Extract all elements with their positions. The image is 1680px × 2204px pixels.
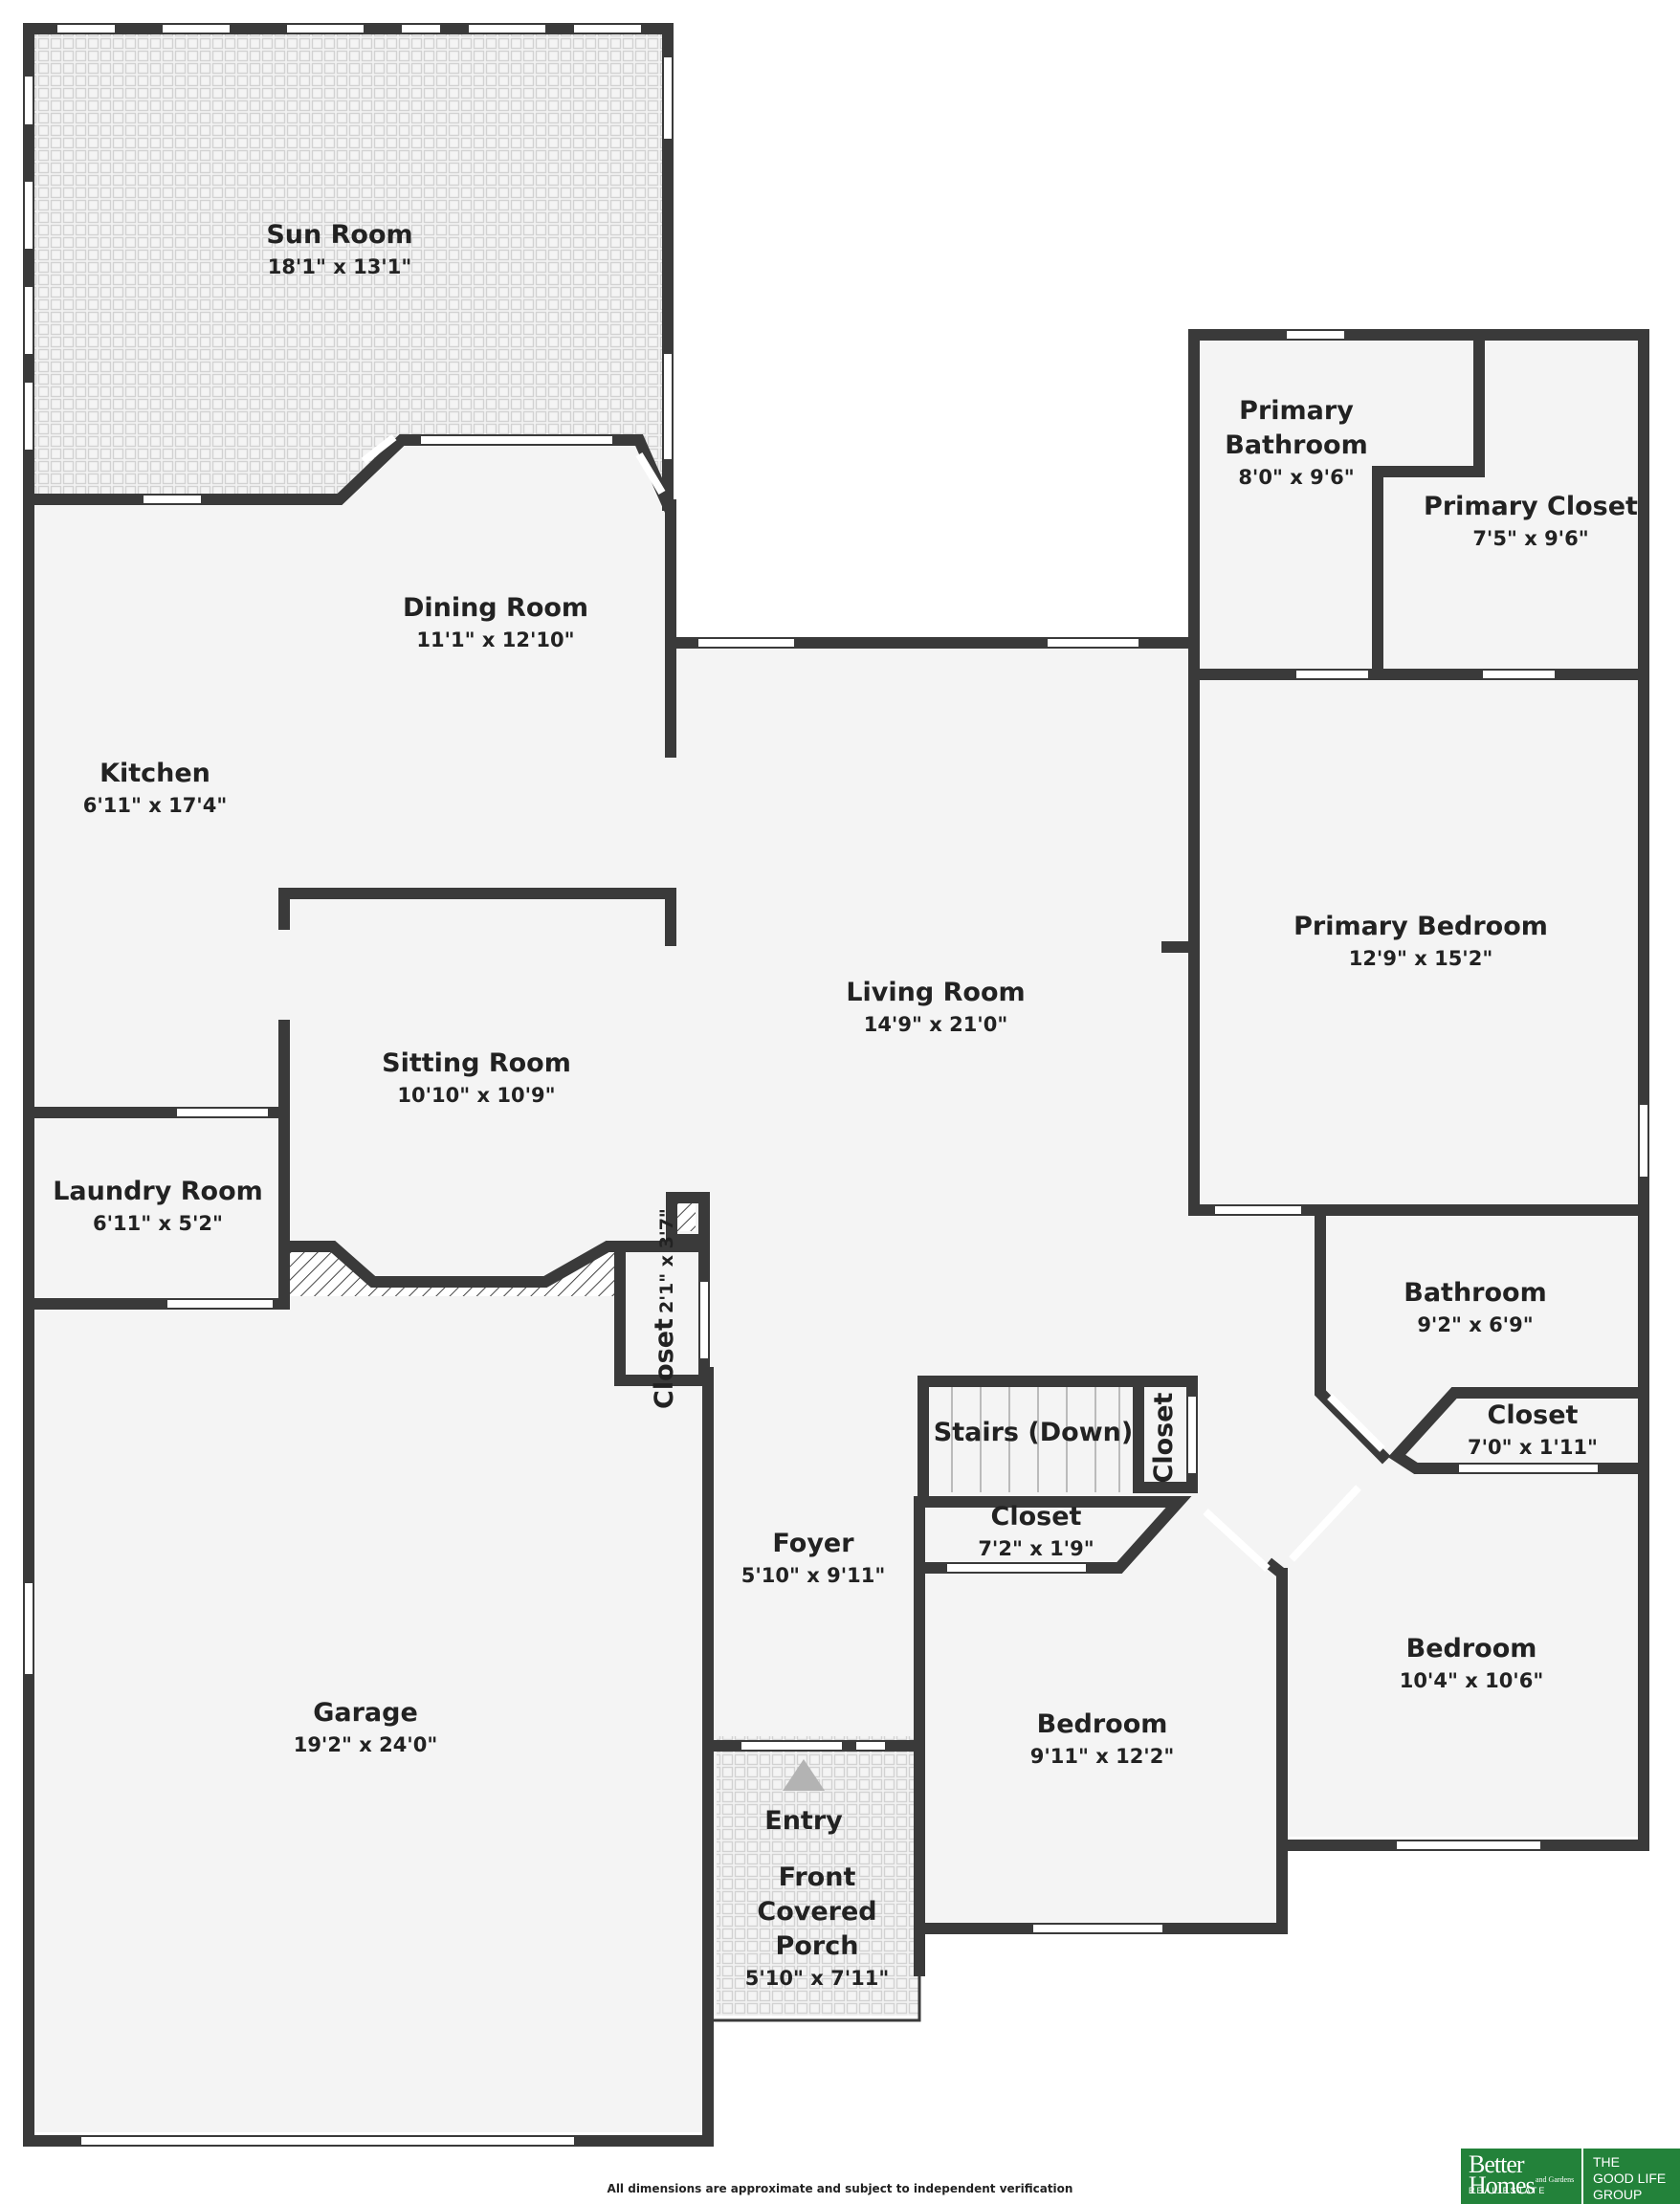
primary-bedroom-name: Primary Bedroom bbox=[1293, 912, 1548, 941]
bathroom-dims: 9'2" x 6'9" bbox=[1417, 1313, 1534, 1336]
kitchen-dims: 6'11" x 17'4" bbox=[82, 794, 228, 817]
entry-closet-dims: 2'1" x 3'7" bbox=[656, 1208, 677, 1313]
partner-line1: THE bbox=[1593, 2154, 1620, 2170]
entry-closet-label: Closet 2'1" x 3'7" bbox=[648, 1208, 680, 1409]
bedroom-right-name: Bedroom bbox=[1405, 1634, 1537, 1664]
sun-room-label: Sun Room 18'1" x 13'1" bbox=[244, 218, 435, 281]
partner-line3: GROUP bbox=[1593, 2187, 1643, 2202]
partner-line2: GOOD LIFE bbox=[1593, 2171, 1667, 2186]
primary-bathroom-label: Primary Bathroom 8'0" x 9'6" bbox=[1201, 394, 1392, 492]
bedroom-center-dims: 9'11" x 12'2" bbox=[1029, 1745, 1175, 1768]
floor-fills bbox=[29, 29, 1644, 2132]
bathroom-label: Bathroom 9'2" x 6'9" bbox=[1380, 1276, 1571, 1339]
brokerage-logo: Better Homes and Gardens REAL ESTATE THE… bbox=[1461, 2149, 1680, 2204]
primary-closet-dims: 7'5" x 9'6" bbox=[1472, 527, 1589, 550]
brand-line2: Homes bbox=[1469, 2171, 1536, 2199]
primary-bedroom-dims: 12'9" x 15'2" bbox=[1348, 947, 1493, 970]
entry-label: Entry bbox=[737, 1804, 871, 1839]
main-floor-right bbox=[1194, 335, 1644, 1837]
hall-closet-name: Closet bbox=[1487, 1400, 1579, 1430]
dining-room-dims: 11'1" x 12'10" bbox=[416, 628, 575, 651]
sitting-room-dims: 10'10" x 10'9" bbox=[397, 1084, 556, 1107]
stairs-name: Stairs (Down) bbox=[933, 1418, 1134, 1447]
sitting-room-name: Sitting Room bbox=[382, 1048, 571, 1078]
porch-name-line3: Porch bbox=[775, 1931, 859, 1961]
primary-closet-label: Primary Closet 7'5" x 9'6" bbox=[1411, 490, 1650, 553]
living-room-name: Living Room bbox=[846, 978, 1026, 1007]
porch-name-line1: Front bbox=[778, 1862, 856, 1892]
foyer-label: Foyer 5'10" x 9'11" bbox=[718, 1527, 909, 1590]
primary-bathroom-dims: 8'0" x 9'6" bbox=[1238, 466, 1355, 489]
porch-name-line2: Covered bbox=[757, 1897, 877, 1927]
bedroom-right-dims: 10'4" x 10'6" bbox=[1399, 1669, 1544, 1692]
porch-dims: 5'10" x 7'11" bbox=[744, 1967, 890, 1990]
foyer-ledge bbox=[675, 1201, 696, 1231]
primary-bathroom-name-line1: Primary bbox=[1239, 396, 1354, 426]
foyer-dims: 5'10" x 9'11" bbox=[741, 1564, 886, 1587]
porch-floor bbox=[717, 1736, 918, 2016]
foyer-name: Foyer bbox=[772, 1529, 854, 1558]
entry-name: Entry bbox=[764, 1806, 843, 1836]
living-room-dims: 14'9" x 21'0" bbox=[863, 1013, 1008, 1036]
partner-mark: THE GOOD LIFE GROUP bbox=[1583, 2149, 1666, 2204]
foyer-closet-name: Closet bbox=[990, 1502, 1082, 1532]
bedroom-center-name: Bedroom bbox=[1036, 1709, 1168, 1739]
garage-dims: 19'2" x 24'0" bbox=[293, 1733, 438, 1756]
bedroom-right-label: Bedroom 10'4" x 10'6" bbox=[1376, 1632, 1567, 1695]
kitchen-name: Kitchen bbox=[99, 759, 210, 788]
foyer-closet-label: Closet 7'2" x 1'9" bbox=[940, 1500, 1132, 1563]
brand-mark: Better Homes and Gardens REAL ESTATE bbox=[1461, 2149, 1583, 2204]
hall-closet-label: Closet 7'0" x 1'11" bbox=[1437, 1399, 1628, 1462]
stair-closet-label: Closet bbox=[1147, 1390, 1180, 1486]
laundry-room-label: Laundry Room 6'11" x 5'2" bbox=[43, 1175, 273, 1238]
hall-closet-dims: 7'0" x 1'11" bbox=[1468, 1436, 1598, 1459]
laundry-room-name: Laundry Room bbox=[53, 1177, 263, 1206]
garage-label: Garage 19'2" x 24'0" bbox=[270, 1696, 461, 1759]
living-room-label: Living Room 14'9" x 21'0" bbox=[821, 976, 1050, 1039]
primary-closet-name: Primary Closet bbox=[1424, 492, 1638, 521]
dining-room-name: Dining Room bbox=[402, 593, 589, 623]
foyer-closet-dims: 7'2" x 1'9" bbox=[978, 1537, 1094, 1560]
sun-room-floor bbox=[29, 29, 668, 505]
brand-line1: Better bbox=[1469, 2150, 1525, 2178]
primary-bedroom-label: Primary Bedroom 12'9" x 15'2" bbox=[1282, 910, 1559, 973]
sun-room-dims: 18'1" x 13'1" bbox=[267, 255, 412, 278]
brand-line4: REAL ESTATE bbox=[1469, 2186, 1547, 2195]
brand-line3: and Gardens bbox=[1536, 2175, 1575, 2184]
primary-bathroom-name-line2: Bathroom bbox=[1225, 430, 1368, 460]
windows bbox=[25, 25, 1647, 2145]
sitting-room-label: Sitting Room 10'10" x 10'9" bbox=[362, 1047, 591, 1110]
stair-closet-name: Closet bbox=[1149, 1392, 1179, 1484]
dimensions-disclaimer: All dimensions are approximate and subje… bbox=[607, 2182, 1073, 2195]
bedroom-center-label: Bedroom 9'11" x 12'2" bbox=[1006, 1708, 1198, 1771]
entry-arrow-icon bbox=[783, 1759, 825, 1791]
laundry-room-dims: 6'11" x 5'2" bbox=[93, 1212, 223, 1235]
kitchen-label: Kitchen 6'11" x 17'4" bbox=[59, 757, 251, 820]
stairs-label: Stairs (Down) bbox=[928, 1416, 1138, 1450]
garage-name: Garage bbox=[313, 1698, 418, 1728]
stair-treads bbox=[951, 1387, 1120, 1492]
porch-label: Front Covered Porch 5'10" x 7'11" bbox=[731, 1861, 903, 1993]
bathroom-name: Bathroom bbox=[1404, 1278, 1547, 1308]
sun-room-name: Sun Room bbox=[266, 220, 413, 250]
entry-closet-name: Closet bbox=[650, 1318, 679, 1409]
dining-room-label: Dining Room 11'1" x 12'10" bbox=[381, 591, 610, 654]
